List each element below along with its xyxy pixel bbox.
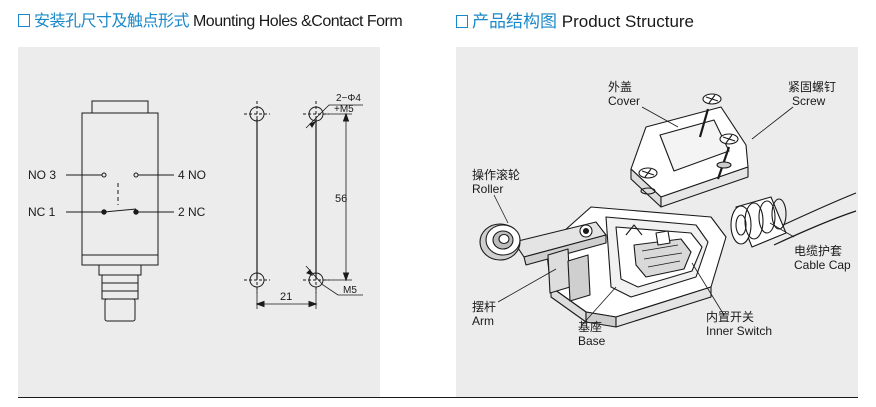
checkbox-square-icon bbox=[456, 15, 468, 28]
inner-switch-label-zh: 内置开关 bbox=[706, 310, 754, 324]
base-label-zh: 基座 bbox=[578, 319, 602, 334]
width-dimension-label: 21 bbox=[280, 291, 292, 303]
screw-label-zh: 紧固螺钉 bbox=[788, 80, 836, 94]
contact-nc2-label: 2 NC bbox=[178, 205, 206, 219]
base-label-en: Base bbox=[578, 334, 606, 348]
cable-cap-ring bbox=[730, 205, 752, 245]
switch-top-cap bbox=[91, 100, 149, 114]
mounting-heading-en: Mounting Holes &Contact Form bbox=[192, 13, 403, 30]
cable-cap-label-zh: 电缆护套 bbox=[794, 244, 842, 258]
height-dimension-label: 56 bbox=[335, 193, 347, 205]
contact-nc1-label: NC 1 bbox=[28, 205, 56, 219]
cover-label-zh: 外盖 bbox=[608, 80, 632, 94]
arm-label-en: Arm bbox=[472, 314, 494, 328]
roller-label-en: Roller bbox=[472, 182, 503, 196]
screw-left bbox=[638, 167, 658, 195]
structure-heading-zh: 产品结构图 bbox=[472, 12, 557, 31]
bottom-thread-label: M5 bbox=[343, 285, 357, 296]
checkbox-square-icon bbox=[18, 14, 30, 27]
contact-no3-label: NO 3 bbox=[28, 168, 56, 182]
bottom-divider bbox=[18, 397, 858, 398]
top-thread-label: +M5 bbox=[334, 104, 354, 115]
cover-label-en: Cover bbox=[608, 94, 640, 108]
contact-no4-label: 4 NO bbox=[178, 168, 206, 182]
product-structure-panel: 外盖 Cover 紧固螺钉 Screw 操作滚轮 Roller 电缆护套 Cab… bbox=[456, 47, 858, 397]
switch-plunger-base bbox=[98, 264, 142, 276]
cover-window bbox=[659, 119, 730, 172]
roller-label-zh: 操作滚轮 bbox=[472, 167, 520, 182]
screw-right bbox=[716, 133, 739, 180]
switch-plunger bbox=[104, 298, 136, 322]
inner-switch bbox=[633, 238, 692, 278]
hole-count-label: 2−Φ4 bbox=[336, 93, 361, 104]
mounting-heading-zh: 安装孔尺寸及触点形式 bbox=[34, 13, 190, 30]
mounting-holes-heading: 安装孔尺寸及触点形式 Mounting Holes &Contact Form bbox=[18, 12, 403, 32]
structure-heading-en: Product Structure bbox=[561, 12, 695, 31]
screw-top bbox=[698, 93, 722, 138]
mounting-holes-drawing: NO 3 4 NO NC 1 2 NC 2−Φ4 +M5 56 21 M5 bbox=[28, 93, 363, 322]
screw-label-en: Screw bbox=[792, 94, 826, 108]
arm-label-zh: 摆杆 bbox=[472, 300, 496, 314]
product-structure-heading: 产品结构图 Product Structure bbox=[456, 12, 694, 32]
product-structure-drawing: 外盖 Cover 紧固螺钉 Screw 操作滚轮 Roller 电缆护套 Cab… bbox=[472, 80, 857, 348]
inner-switch-label-en: Inner Switch bbox=[706, 324, 772, 338]
switch-body bbox=[81, 112, 159, 266]
mounting-holes-panel: NO 3 4 NO NC 1 2 NC 2−Φ4 +M5 56 21 M5 bbox=[18, 47, 380, 397]
cable-cap-label-en: Cable Cap bbox=[794, 258, 851, 272]
